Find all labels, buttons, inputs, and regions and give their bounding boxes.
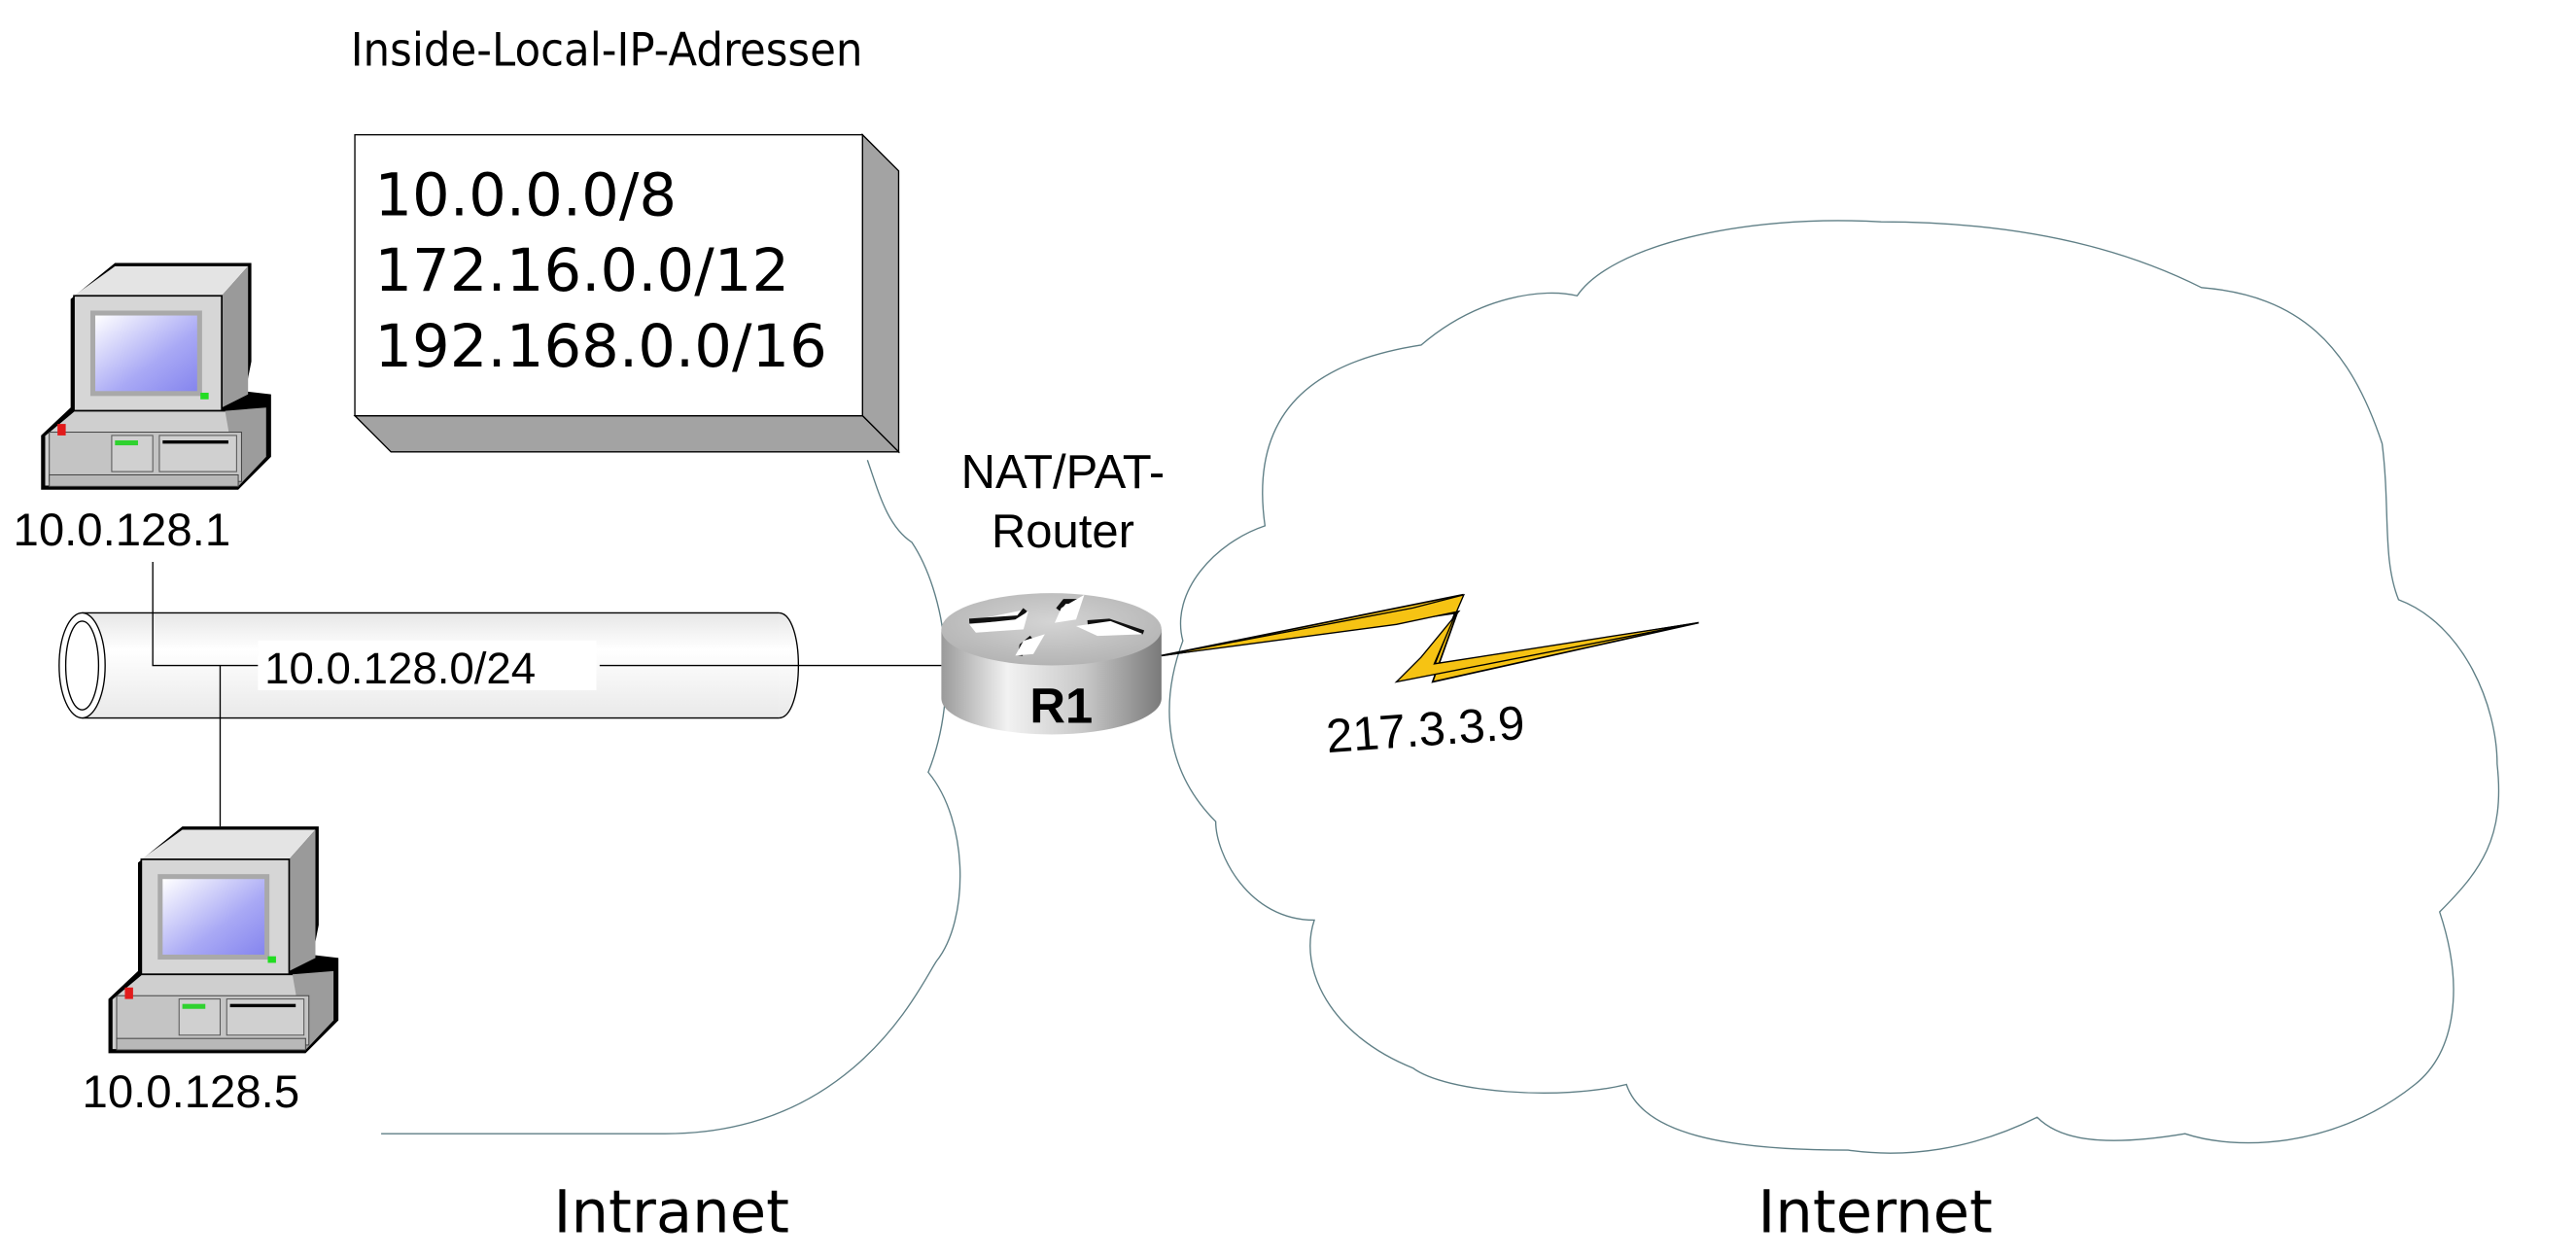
intranet-cloud-outline — [381, 460, 961, 1135]
wan-ip-label: 217.3.3.9 — [1325, 697, 1527, 763]
intranet-label: Intranet — [554, 1179, 789, 1247]
desktop-computer-icon[interactable] — [108, 826, 339, 1054]
host-2-label: 10.0.128.5 — [83, 1066, 300, 1118]
inside-local-address-box — [353, 133, 901, 454]
address-box-title: Inside-Local-IP-Adressen — [351, 23, 863, 77]
address-line-2: 172.16.0.0/12 — [374, 237, 789, 305]
internet-label: Internet — [1758, 1179, 1993, 1247]
router-icon[interactable] — [941, 593, 1162, 735]
box-shadow-right — [861, 133, 900, 454]
address-line-3: 192.168.0.0/16 — [374, 313, 827, 381]
lan-segment-label: 10.0.128.0/24 — [264, 644, 536, 693]
internet-cloud-outline — [1168, 220, 2500, 1154]
desktop-computer-icon[interactable] — [41, 262, 271, 490]
router-caption-line1: NAT/PAT- — [961, 446, 1166, 499]
router-name: R1 — [1029, 679, 1093, 734]
lan-cabling — [152, 562, 942, 827]
box-shadow-bottom — [353, 414, 901, 453]
lightning-serial-link-shape — [1161, 593, 1699, 683]
host-1-label: 10.0.128.1 — [14, 505, 231, 556]
box-face — [354, 133, 863, 417]
address-line-1: 10.0.0.0/8 — [374, 161, 677, 229]
lan-label-bg — [258, 641, 597, 690]
router-caption-line2: Router — [992, 506, 1134, 558]
